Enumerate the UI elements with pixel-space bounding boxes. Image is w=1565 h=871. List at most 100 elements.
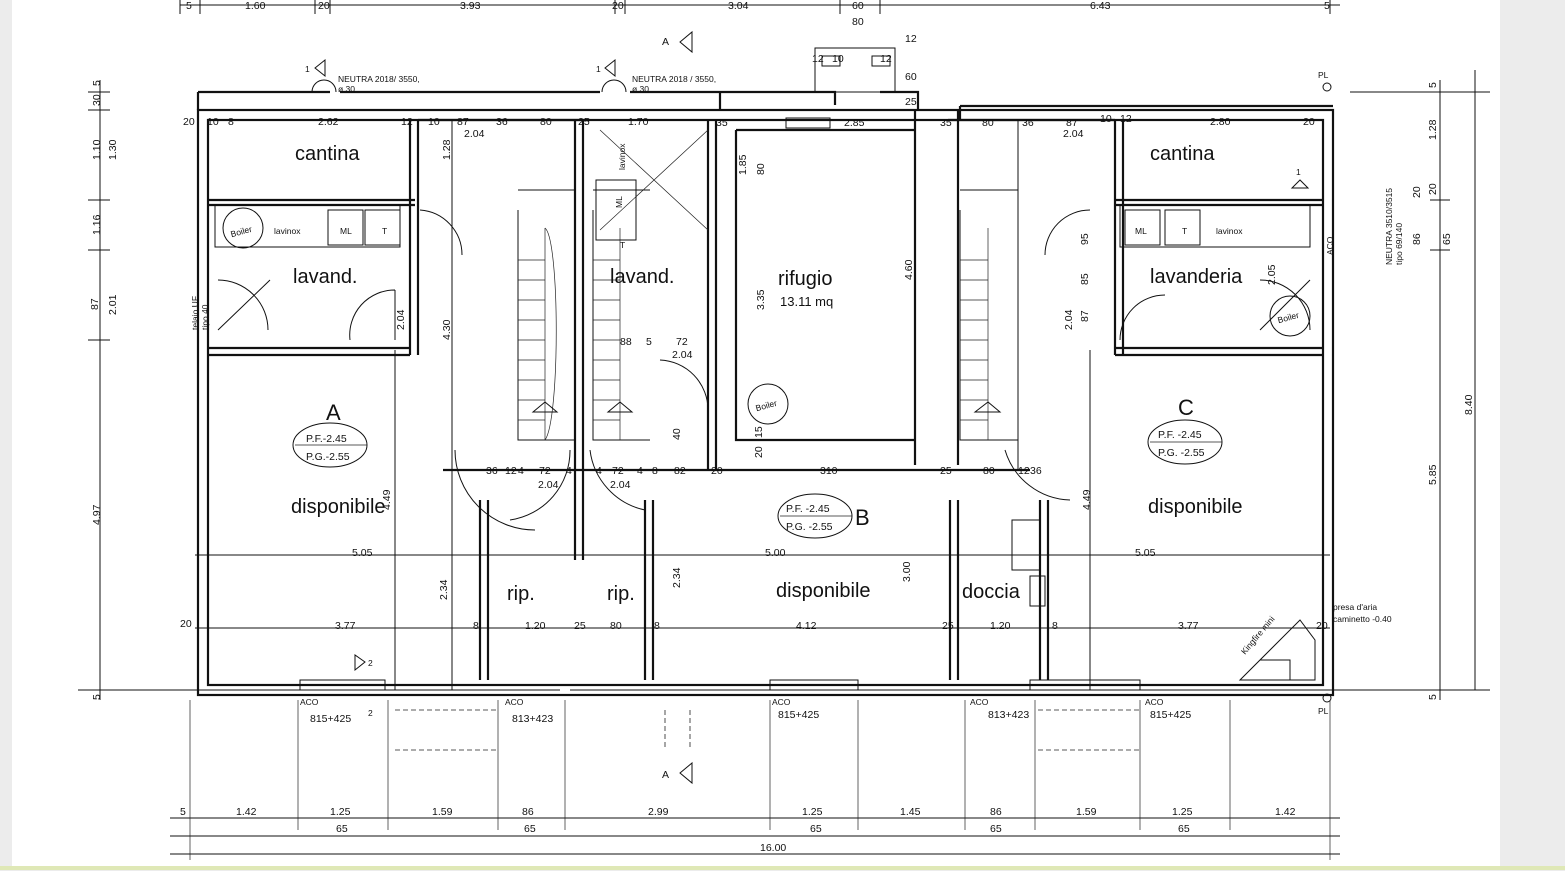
dim-mid-6: 1.20 xyxy=(525,620,546,632)
dim-stairs-20: 12 xyxy=(1018,465,1030,477)
unit-b-letter: B xyxy=(855,505,870,530)
dim-right-8: 5 xyxy=(1427,694,1439,700)
dim-row-22: 20 xyxy=(1303,116,1315,128)
dim-inner-14: 1.85 xyxy=(737,154,749,175)
dim-top-4: 20 xyxy=(612,0,624,12)
ml-left-label: ML xyxy=(340,226,352,236)
dim-top2-1: 12 xyxy=(812,53,824,65)
dim-inner-9: 2.04 xyxy=(395,309,407,330)
dim-top2-4: 60 xyxy=(905,71,917,83)
floor-plan: cantina cantina lavand. lavand. lavander… xyxy=(78,0,1490,860)
dim-stairs-12: 72 xyxy=(612,465,624,477)
room-rip-2: rip. xyxy=(607,583,635,605)
dim-row-16: 36 xyxy=(1022,117,1034,129)
dim-stairs-0: 88 xyxy=(620,336,632,348)
dim-left-5: 87 xyxy=(89,298,101,310)
unit-a-pf: P.F.-2.45 xyxy=(306,433,347,445)
dim-stairs-3: 2.04 xyxy=(672,349,693,361)
window-1: 815+425 xyxy=(310,713,351,725)
dim-row-17: 87 xyxy=(1066,117,1078,129)
boiler-left-label: Boiler xyxy=(229,224,253,239)
dim-left-7: 4.97 xyxy=(91,504,103,525)
dim-bottom1-0: 5 xyxy=(180,806,186,818)
dim-inner-12: 85 xyxy=(1079,273,1091,285)
pl-top-icon xyxy=(1322,82,1332,92)
marker-1-left-icon xyxy=(314,58,326,78)
dim-mid-11: 25 xyxy=(942,620,954,632)
dim-top-6: 60 xyxy=(852,0,864,12)
dim-row-21: 2.80 xyxy=(1210,116,1231,128)
boiler-mid-icon xyxy=(747,383,789,425)
room-cantina-right: cantina xyxy=(1150,143,1215,165)
dim-right-4: 86 xyxy=(1411,233,1423,245)
pl-bottom-icon xyxy=(1322,693,1332,703)
window-5: 815+425 xyxy=(1150,709,1191,721)
room-doccia: doccia xyxy=(962,581,1021,603)
dim-inner-16: 2.05 xyxy=(1266,264,1278,285)
drawing-sheet: cantina cantina lavand. lavand. lavander… xyxy=(12,0,1500,866)
dim-inner-1: 4.30 xyxy=(441,319,453,340)
dim-mid-13: 8 xyxy=(1052,620,1058,632)
ml-mid-label: ML xyxy=(614,196,624,208)
dim-row-19: 10 xyxy=(1100,113,1112,125)
dim-bottom1-5: 2.99 xyxy=(648,806,669,818)
note-pl-top: PL xyxy=(1318,70,1329,80)
marker-2-icon xyxy=(354,654,366,672)
window-2: 813+423 xyxy=(512,713,553,725)
boiler-right-icon xyxy=(1269,295,1311,337)
dim-row-14: 35 xyxy=(940,117,952,129)
aco-3: ACO xyxy=(772,697,791,707)
unit-c-pf: P.F. -2.45 xyxy=(1158,429,1202,441)
dim-row-5: 10 xyxy=(428,116,440,128)
rifugio-area: 13.11 mq xyxy=(780,294,833,309)
window-4: 813+423 xyxy=(988,709,1029,721)
staircase-left xyxy=(517,189,575,441)
note-telaio: telaio UF xyxy=(190,296,200,330)
dim-bottom1-1: 1.42 xyxy=(236,806,257,818)
note-neutra-2b: ø 30 xyxy=(632,84,649,94)
dim-top2-0: 80 xyxy=(852,16,864,28)
dim-bottom2-4: 65 xyxy=(1178,823,1190,835)
dim-mid-3: 20 xyxy=(180,618,192,630)
kingfire-label: Kingfire mini xyxy=(1239,614,1277,656)
unit-c-letter: C xyxy=(1178,395,1194,420)
dim-mid-4: 3.77 xyxy=(335,620,356,632)
dim-row-3: 2.62 xyxy=(318,116,339,128)
dim-inner-8: 4.49 xyxy=(1081,489,1093,510)
marker-2-b: 2 xyxy=(368,708,373,718)
dim-bottom1-7: 1.45 xyxy=(900,806,921,818)
dim-top2-2: 12 xyxy=(880,53,892,65)
section-label-bottom: A xyxy=(662,769,669,781)
room-disponibile-b: disponibile xyxy=(776,580,871,602)
dim-inner-17: 40 xyxy=(671,428,683,440)
dim-bottom1-10: 1.25 xyxy=(1172,806,1193,818)
dim-right-0: 5 xyxy=(1427,82,1439,88)
dim-bottom2-3: 65 xyxy=(990,823,1002,835)
room-rip-1: rip. xyxy=(507,583,535,605)
dim-stairs-5: 2.04 xyxy=(610,479,631,491)
boiler-left-icon xyxy=(222,207,264,249)
dim-inner-11: 95 xyxy=(1079,233,1091,245)
dim-top-8: 5 xyxy=(1324,0,1330,12)
room-disponibile-a: disponibile xyxy=(291,496,386,518)
note-neutra-3: NEUTRA 3510/3515 xyxy=(1384,188,1394,265)
marker-2-a: 2 xyxy=(368,658,373,668)
dim-bottom2-0: 65 xyxy=(336,823,348,835)
dim-right-2: 20 xyxy=(1427,183,1439,195)
dim-left-3: 1.30 xyxy=(107,139,119,160)
room-lavand-left: lavand. xyxy=(293,266,358,288)
dim-bottom1-2: 1.25 xyxy=(330,806,351,818)
dim-inner-10: 2.04 xyxy=(1063,309,1075,330)
dim-right-5: 65 xyxy=(1441,233,1453,245)
dim-mid-2: 5.05 xyxy=(1135,547,1156,559)
marker-1-mid-icon xyxy=(604,58,616,78)
note-presa: presa d'aria xyxy=(1333,602,1377,612)
marker-1-left: 1 xyxy=(305,64,310,74)
dim-stairs-10: 4 xyxy=(566,465,572,477)
note-neutra-3b: tipo 69/140 xyxy=(1394,223,1404,265)
dim-inner-3: 2.34 xyxy=(438,579,450,600)
dim-row-8: 36 xyxy=(496,116,508,128)
dim-mid-8: 80 xyxy=(610,620,622,632)
dim-inner-15: 80 xyxy=(755,163,767,175)
